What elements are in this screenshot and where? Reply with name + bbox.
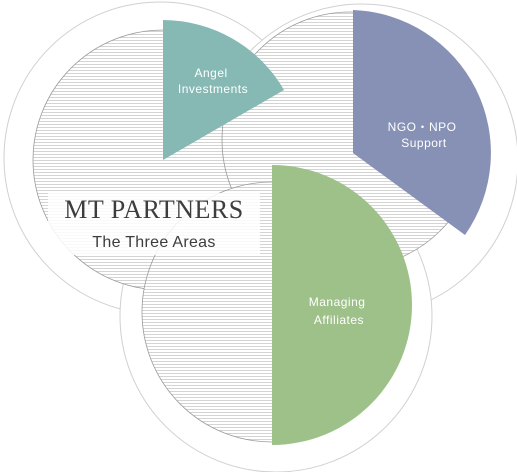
brand-title: MT PARTNERS xyxy=(64,195,244,224)
affiliates-label: Managing Affiliates xyxy=(309,295,370,327)
title-backdrop xyxy=(48,193,260,255)
brand-subtitle: The Three Areas xyxy=(92,234,215,251)
sector-angel-investments[interactable] xyxy=(163,20,284,160)
sector-managing-affiliates[interactable] xyxy=(272,165,412,445)
sector-ngo-npo-support[interactable] xyxy=(353,10,491,235)
angel-label: Angel Investments xyxy=(178,66,248,96)
ngo-label: NGO・NPO Support xyxy=(388,120,461,150)
